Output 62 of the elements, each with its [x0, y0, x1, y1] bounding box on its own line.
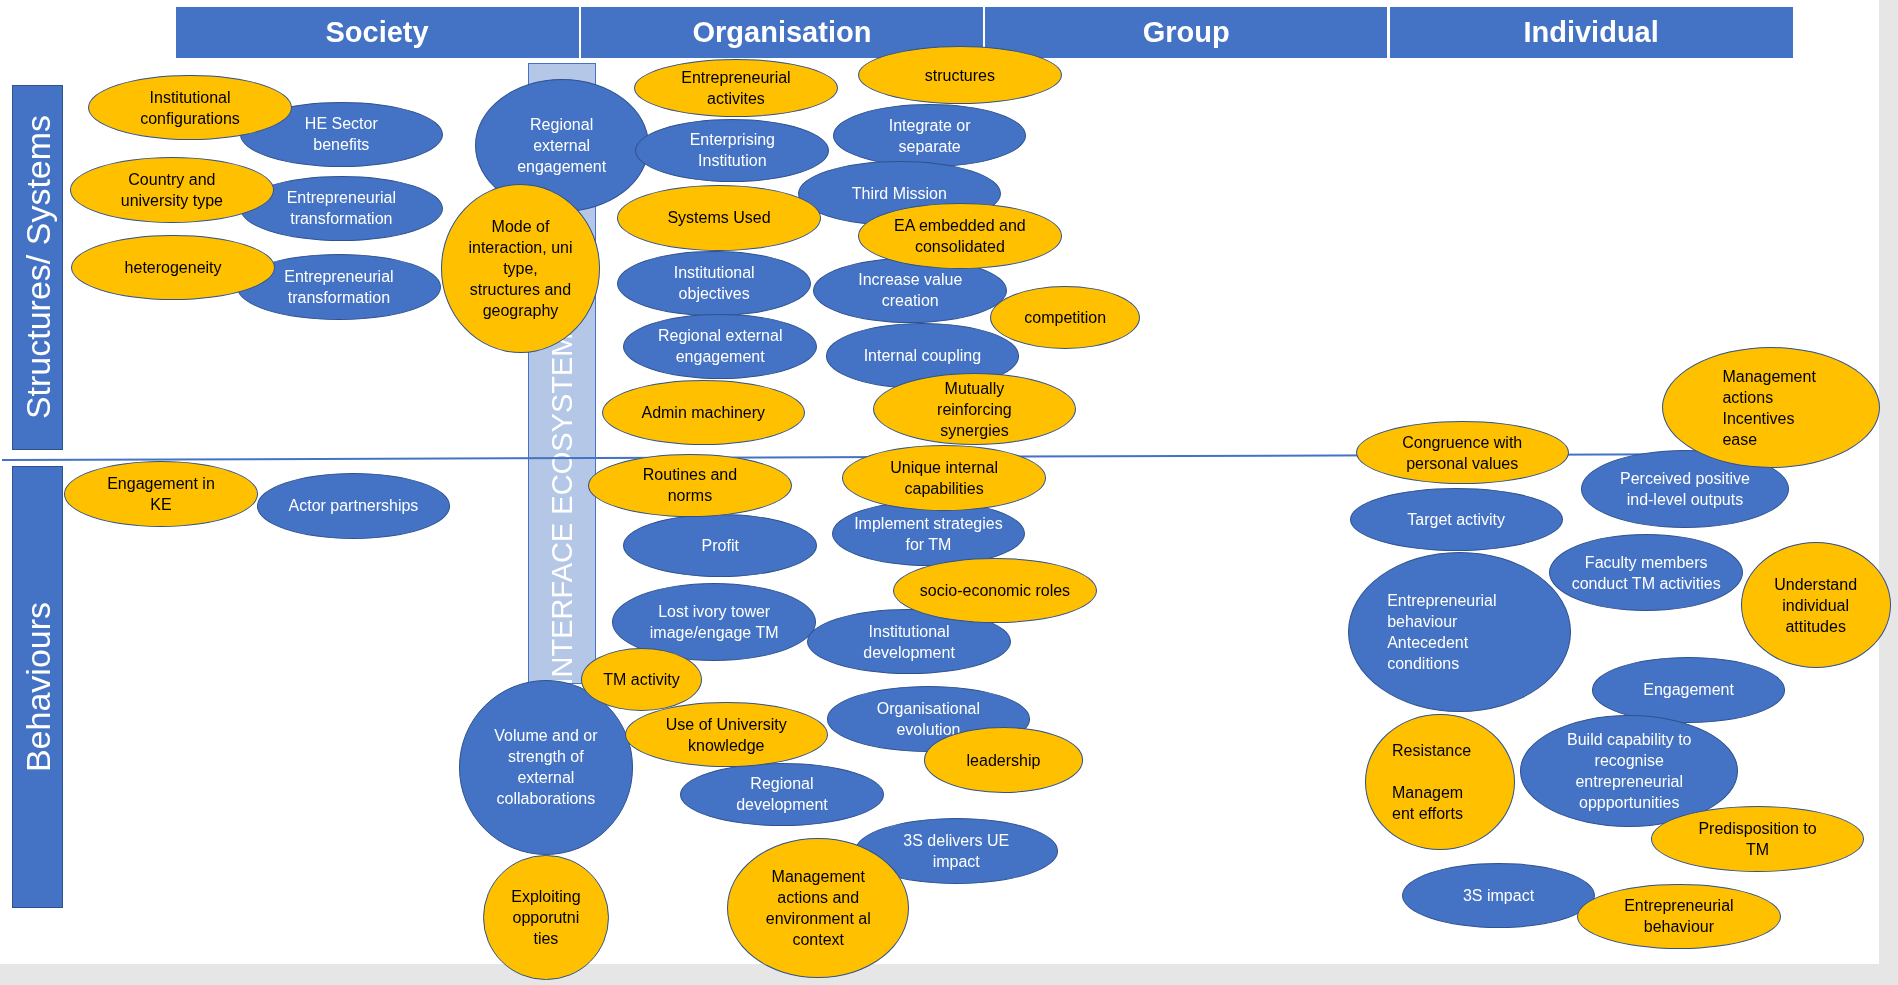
ellipse-label: Implement strategies for TM — [853, 513, 1004, 555]
column-header: Organisation — [581, 7, 983, 59]
ellipse-label: structures — [923, 65, 996, 86]
column-header: Society — [175, 7, 579, 59]
ellipse-label: Managem ent efforts — [1392, 782, 1465, 824]
ellipse-label: Institutional objectives — [672, 263, 756, 305]
row-label-bar — [12, 84, 63, 451]
ellipse-label: Enterprising Institution — [688, 130, 776, 172]
ellipse-label: Admin machinery — [640, 403, 767, 424]
ellipse-label: 3S impact — [1461, 886, 1536, 907]
column-header: Individual — [1389, 7, 1793, 59]
ellipse-label: Unique internal capabilities — [889, 458, 999, 500]
ellipse-label: Build capability to recognise entrepreneurial oppportunities — [1566, 730, 1693, 814]
ellipse-label: Entrepreneurial behaviour Antecedent conditions — [1387, 590, 1498, 674]
ellipse-label: Entrepreneurial activites — [680, 68, 792, 110]
ellipse-label: Management actions and environment al context — [764, 866, 872, 950]
ellipse-label: Actor partnerships — [287, 496, 420, 517]
ellipse-label: EA embedded and consolidated — [893, 216, 1027, 257]
ellipse-label: Entrepreneurial transformation — [283, 266, 395, 308]
ellipse-label: Mode of interaction, uni type, structures and geography — [467, 217, 574, 322]
ellipse-label: Resistance — [1392, 740, 1473, 761]
ellipse-label: Profit — [700, 536, 740, 557]
ellipse-label: Entrepreneurial behaviour — [1623, 896, 1735, 938]
ellipse-label: Internal coupling — [862, 346, 983, 367]
ellipse-label: Target activity — [1406, 509, 1507, 530]
ellipse-label: Engagement — [1642, 680, 1735, 701]
ellipse-label: Predisposition to TM — [1697, 818, 1818, 860]
ellipse-label: Mutually reinforcing synergies — [936, 378, 1013, 441]
ellipse-label: Regional development — [735, 774, 829, 816]
ellipse-label: Exploiting opporutni ties — [510, 887, 582, 949]
ellipse-label: Institutional configurations — [139, 87, 241, 129]
ellipse-label: Organisational evolution — [875, 699, 981, 740]
row-label-bar — [12, 466, 63, 908]
ellipse-label: Faculty members conduct TM activities — [1570, 552, 1722, 594]
ellipse-label: Lost ivory tower image/engage TM — [648, 602, 780, 644]
ellipse-label: Routines and norms — [641, 465, 739, 507]
ellipse-label: Perceived positive ind-level outputs — [1619, 469, 1751, 510]
ellipse-label: heterogeneity — [123, 258, 223, 278]
ellipse-label: Integrate or separate — [887, 115, 972, 157]
ellipse-label: leadership — [965, 750, 1042, 771]
ellipse-label: Volume and or strength of external collaborations — [493, 726, 599, 810]
row-label: Behaviours — [18, 601, 57, 772]
ellipse-label: 3S delivers UE impact — [902, 830, 1011, 872]
ellipse-label: Third Mission — [850, 184, 948, 205]
column-header: Group — [985, 7, 1388, 59]
ellipse-label: Regional external engagement — [516, 114, 608, 177]
ellipse-label: TM activity — [602, 669, 681, 690]
row-label: Structures/ Systems — [18, 115, 57, 420]
ellipse-label: Systems Used — [666, 208, 772, 229]
ellipse-label: Regional external engagement — [656, 326, 784, 368]
ellipse-label: Understand individual attitudes — [1773, 574, 1859, 637]
ellipse-label: HE Sector benefits — [303, 114, 379, 156]
ellipse-label: Congruence with personal values — [1401, 432, 1524, 474]
ellipse-label: Use of University knowledge — [664, 714, 788, 756]
ellipse-label: Management actions Incentives ease — [1722, 366, 1817, 450]
ellipse-label: Country and university type — [119, 170, 224, 212]
ellipse-label: competition — [1023, 307, 1108, 328]
ellipse-label: Increase value creation — [857, 270, 964, 312]
ellipse-label: Entrepreneurial transformation — [285, 188, 398, 230]
ellipse-label: Engagement in KE — [106, 473, 216, 515]
ellipse-label: socio-economic roles — [918, 581, 1072, 602]
ellipse-label: Institutional development — [862, 621, 956, 663]
